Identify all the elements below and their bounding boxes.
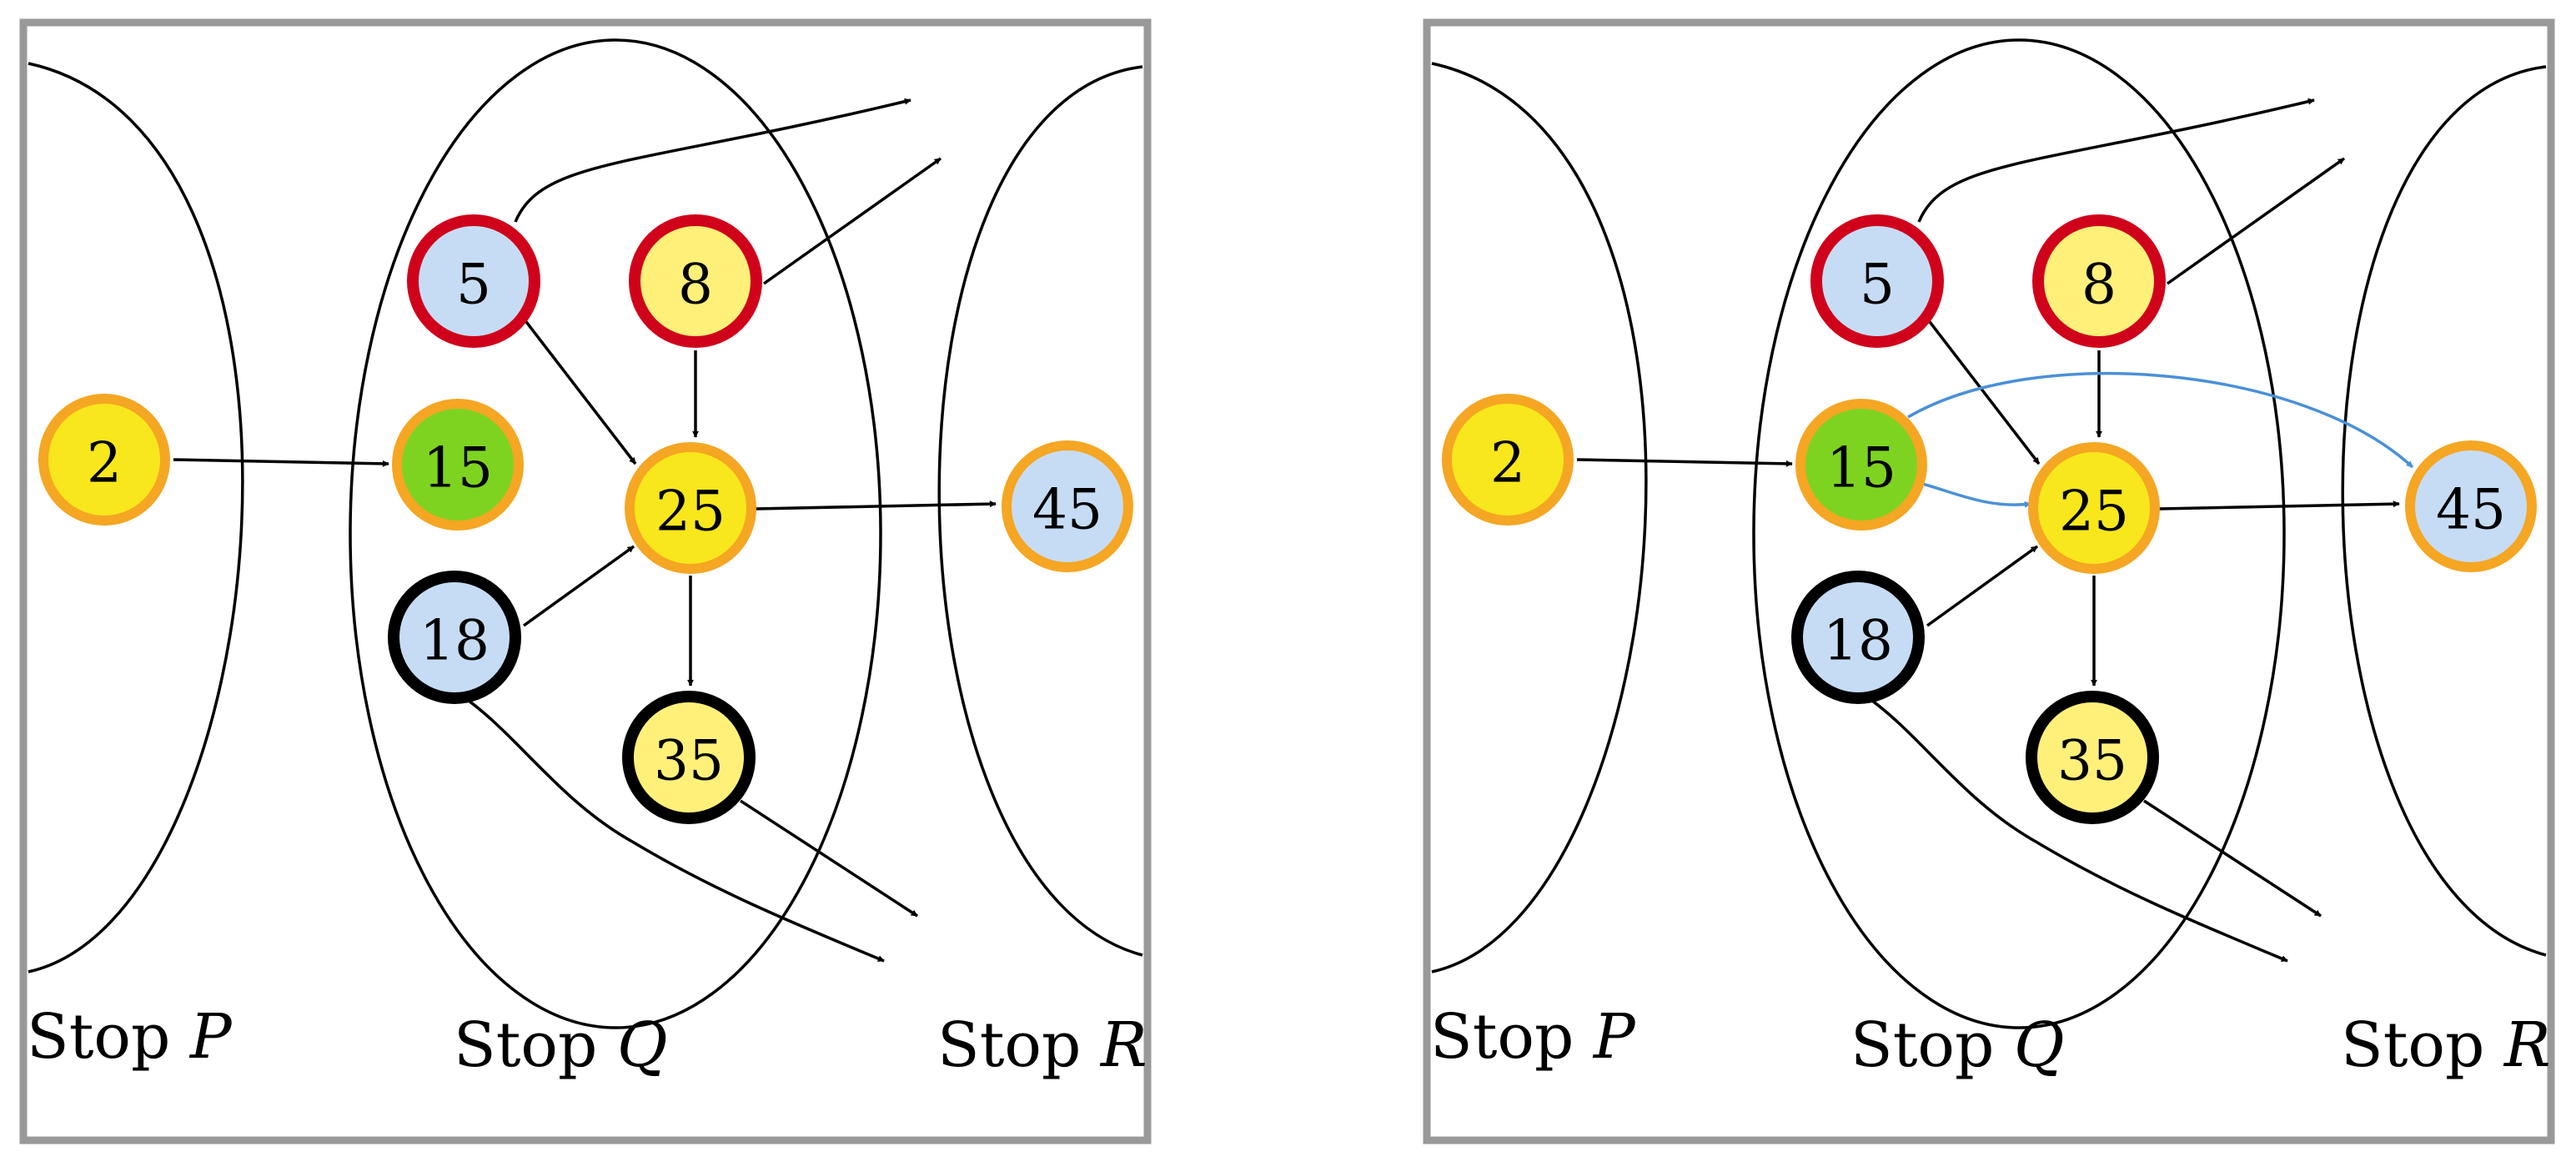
stop-q-ellipse [1752, 38, 2286, 1029]
node-45: 45 [2405, 440, 2537, 572]
node-25: 25 [625, 442, 756, 574]
node-5-label: 5 [1860, 253, 1895, 317]
edge-18-out [1865, 695, 2288, 963]
node-35-label: 35 [654, 729, 724, 793]
node-2-label: 2 [87, 431, 122, 495]
node-35: 35 [2026, 691, 2159, 824]
edge-15-45-highlight [1907, 371, 2414, 469]
node-25-label: 25 [655, 480, 726, 544]
edges-right [1576, 98, 2414, 963]
edge-2-15 [173, 458, 389, 467]
node-5: 5 [407, 214, 540, 348]
node-18-label: 18 [1823, 609, 1893, 673]
stop-r-label: Stop R [2341, 1009, 2551, 1081]
edge-18-25 [522, 545, 635, 627]
node-35-label: 35 [2057, 729, 2127, 793]
node-45-label: 45 [2436, 478, 2506, 542]
node-2-label: 2 [1490, 431, 1525, 495]
node-15-label: 15 [1826, 436, 1896, 501]
edge-15-25-highlight [1921, 482, 2031, 508]
node-18: 18 [388, 571, 521, 704]
edge-5-25 [1923, 314, 2041, 465]
stop-q-label: Stop Q [454, 1009, 668, 1081]
node-25-label: 25 [2059, 480, 2129, 544]
node-45-label: 45 [1032, 478, 1102, 542]
node-5: 5 [1810, 214, 1944, 348]
stop-p-label: Stop P [1430, 1001, 1636, 1073]
edge-18-25 [1926, 545, 2039, 627]
stop-r-label: Stop R [937, 1009, 1147, 1081]
node-25: 25 [2028, 442, 2160, 574]
node-8-label: 8 [678, 253, 713, 317]
edges-left [173, 98, 997, 963]
edge-8-out [762, 157, 942, 285]
node-45: 45 [1002, 440, 1133, 572]
node-15: 15 [392, 399, 524, 531]
edge-2-15 [1576, 458, 1793, 467]
panel-left-frame [19, 18, 1152, 1144]
stop-r-ellipse [2341, 65, 2547, 957]
node-8: 8 [629, 214, 762, 348]
panel-right-frame [1423, 18, 2555, 1144]
node-18: 18 [1791, 571, 1925, 704]
node-8: 8 [2032, 214, 2166, 348]
node-2: 2 [38, 394, 170, 526]
edge-25-45 [2158, 501, 2400, 511]
stop-p-label: Stop P [27, 1001, 233, 1073]
edge-25-45 [755, 501, 997, 511]
node-5-label: 5 [456, 253, 491, 317]
edge-35-out [2143, 799, 2322, 918]
node-2: 2 [1442, 394, 1574, 526]
stop-q-ellipse [349, 38, 882, 1029]
stop-p-ellipse [1431, 62, 1648, 973]
edge-5-25 [520, 314, 637, 465]
node-8-label: 8 [2081, 253, 2117, 317]
edge-35-out [740, 799, 918, 918]
stop-q-label: Stop Q [1850, 1009, 2065, 1081]
edge-5-out [514, 98, 911, 223]
panel-right: 2 5 8 15 25 18 [1423, 18, 2555, 1144]
edge-5-out [1917, 98, 2315, 223]
edge-8-out [2166, 157, 2346, 285]
node-18-label: 18 [419, 609, 490, 673]
node-15: 15 [1795, 399, 1927, 531]
panel-left: 2 5 8 15 25 18 [19, 18, 1152, 1144]
nodes-left: 2 5 8 15 25 18 [38, 214, 1133, 824]
node-15-label: 15 [423, 436, 493, 501]
node-35: 35 [622, 691, 756, 824]
edge-18-out [462, 695, 885, 963]
stop-r-ellipse [937, 65, 1143, 957]
nodes-right: 2 5 8 15 25 18 [1442, 214, 2537, 824]
stop-p-ellipse [28, 62, 244, 973]
